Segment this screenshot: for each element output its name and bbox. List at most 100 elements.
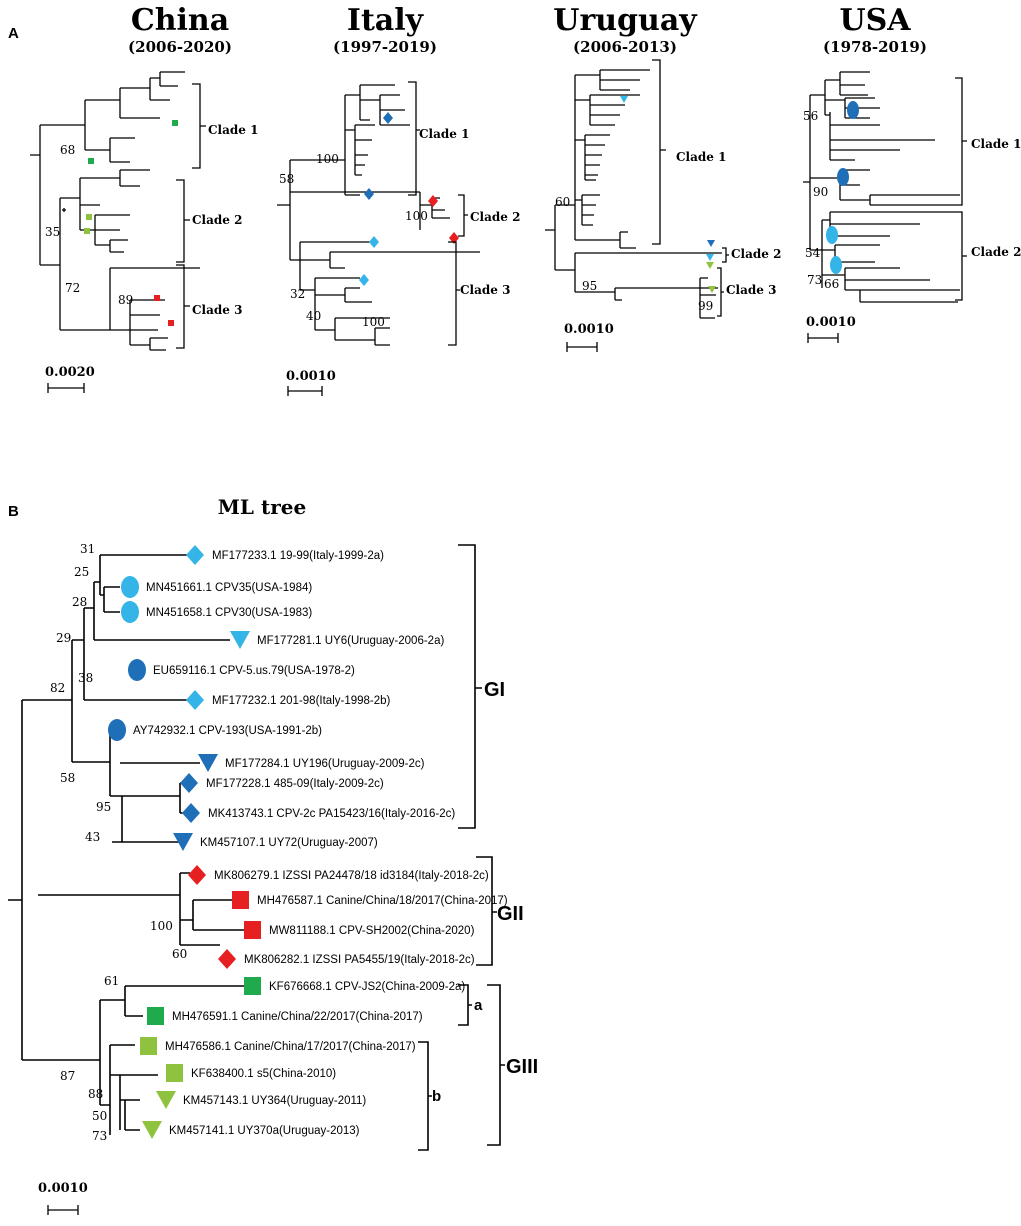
china-bootstrap: 68 bbox=[60, 143, 75, 157]
ml-leaf-label: MK413743.1 CPV-2c PA15423/16(Italy-2016-… bbox=[208, 808, 455, 820]
usa-clade2-bracket bbox=[955, 211, 967, 301]
ml-leaf-label: MH476587.1 Canine/China/18/2017(China-20… bbox=[257, 895, 508, 907]
subgroup-b-bracket bbox=[418, 1041, 432, 1151]
ml-tree-title: ML tree bbox=[218, 495, 306, 519]
china-branches bbox=[30, 71, 200, 351]
panel-a-label: A bbox=[8, 25, 19, 42]
usa-marker-lightblue-1 bbox=[826, 226, 838, 244]
uruguay-years: (2006-2013) bbox=[573, 38, 677, 56]
italy-title: Italy bbox=[347, 3, 425, 38]
ml-leaf-square-marker bbox=[140, 1037, 157, 1055]
ml-bootstrap: 29 bbox=[56, 631, 71, 645]
china-scale-label: 0.0020 bbox=[45, 365, 95, 380]
usa-bootstrap: 54 bbox=[805, 246, 821, 260]
usa-marker-darkblue-2 bbox=[837, 168, 849, 186]
ml-leaf-diamond-marker bbox=[186, 690, 204, 710]
china-clade1-label: Clade 1 bbox=[208, 123, 258, 137]
uruguay-branches bbox=[545, 69, 722, 319]
ml-leaf-label: AY742932.1 CPV-193(USA-1991-2b) bbox=[133, 725, 322, 737]
ml-leaf-label: MH476586.1 Canine/China/17/2017(China-20… bbox=[165, 1041, 416, 1053]
china-title: China bbox=[131, 3, 229, 38]
ml-scale-label: 0.0010 bbox=[38, 1181, 88, 1196]
china-scale-bar bbox=[47, 383, 85, 393]
uruguay-scale-label: 0.0010 bbox=[564, 322, 614, 337]
usa-bootstrap: 90 bbox=[813, 185, 828, 199]
italy-clade1-bracket bbox=[408, 81, 420, 196]
ml-bootstrap: 95 bbox=[96, 800, 111, 814]
ml-leaf-label: KF638400.1 s5(China-2010) bbox=[191, 1068, 336, 1080]
uruguay-clade3-bracket bbox=[717, 267, 724, 317]
ml-bootstrap: 61 bbox=[104, 974, 119, 988]
china-clade2-bracket bbox=[176, 179, 190, 263]
ml-scale-bar bbox=[47, 1205, 79, 1215]
italy-bootstrap: 100 bbox=[405, 209, 428, 223]
uruguay-scale-bar bbox=[566, 342, 598, 352]
ml-leaf-label: EU659116.1 CPV-5.us.79(USA-1978-2) bbox=[153, 665, 355, 677]
ml-bootstrap: 28 bbox=[72, 595, 87, 609]
usa-scale-bar bbox=[807, 333, 839, 343]
italy-bootstrap: 32 bbox=[290, 287, 305, 301]
ml-leaf-label: MN451658.1 CPV30(USA-1983) bbox=[146, 607, 312, 619]
italy-bootstrap: 58 bbox=[279, 172, 294, 186]
china-bootstrap: 89 bbox=[118, 293, 133, 307]
china-clade1-bracket bbox=[192, 83, 206, 169]
ml-bootstrap: 58 bbox=[60, 771, 75, 785]
italy-bootstrap: 100 bbox=[362, 315, 385, 329]
ml-bootstrap: 60 bbox=[172, 947, 187, 961]
gi-label: GI bbox=[484, 679, 505, 701]
gii-label: GII bbox=[497, 903, 524, 925]
usa-marker-darkblue-1 bbox=[847, 101, 859, 119]
italy-clade2-label: Clade 2 bbox=[470, 210, 520, 224]
italy-bootstrap: 100 bbox=[316, 152, 339, 166]
italy-marker-red-1 bbox=[428, 195, 438, 207]
italy-branches bbox=[277, 84, 480, 346]
ml-leaf-label: MK806282.1 IZSSI PA5455/19(Italy-2018-2c… bbox=[244, 954, 475, 966]
usa-tree: USA (1978-2019) Clade 1 Clade 2 56 90 54… bbox=[803, 3, 1021, 343]
uruguay-clade3-label: Clade 3 bbox=[726, 283, 776, 297]
usa-branches bbox=[803, 71, 960, 303]
uruguay-tree: Uruguay (2006-2013) Clade 1 Clade 2 Clad… bbox=[545, 3, 781, 352]
china-bootstrap: 35 bbox=[45, 225, 60, 239]
ml-bootstrap: 100 bbox=[150, 919, 173, 933]
china-marker-lightgreen-1 bbox=[86, 214, 92, 220]
ml-leaves: MF177233.1 19-99(Italy-1999-2a)MN451661.… bbox=[108, 545, 508, 1139]
giii-label: GIII bbox=[506, 1056, 538, 1078]
italy-clade3-label: Clade 3 bbox=[460, 283, 510, 297]
china-clade3-label: Clade 3 bbox=[192, 303, 242, 317]
ml-leaf-triangle-marker bbox=[173, 833, 193, 851]
china-bootstrap: 72 bbox=[65, 281, 80, 295]
ml-bootstrap: 50 bbox=[92, 1109, 107, 1123]
ml-leaf-triangle-marker bbox=[156, 1091, 176, 1109]
usa-clade2-label: Clade 2 bbox=[971, 245, 1021, 259]
italy-scale-bar bbox=[287, 386, 323, 396]
ml-leaf-label: MK806279.1 IZSSI PA24478/18 id3184(Italy… bbox=[214, 870, 489, 882]
ml-leaf-label: KM457141.1 UY370a(Uruguay-2013) bbox=[169, 1125, 360, 1137]
ml-leaf-label: MN451661.1 CPV35(USA-1984) bbox=[146, 582, 312, 594]
uruguay-marker-darkblue-1 bbox=[707, 240, 715, 247]
italy-years: (1997-2019) bbox=[333, 38, 437, 56]
gii-bracket bbox=[476, 856, 497, 966]
ml-leaf-diamond-marker bbox=[188, 865, 206, 885]
ml-bootstrap: 38 bbox=[78, 671, 93, 685]
ml-bootstrap: 82 bbox=[50, 681, 65, 695]
ml-leaf-label: MF177228.1 485-09(Italy-2009-2c) bbox=[206, 778, 384, 790]
usa-scale-label: 0.0010 bbox=[806, 315, 856, 330]
china-tree: China (2006-2020) Clade 1 Clade 2 Clade … bbox=[30, 3, 258, 393]
china-marker-lightgreen-2 bbox=[84, 228, 90, 234]
ml-leaf-label: KF676668.1 CPV-JS2(China-2009-2a) bbox=[269, 981, 465, 993]
ml-leaf-label: KM457143.1 UY364(Uruguay-2011) bbox=[183, 1095, 366, 1107]
uruguay-clade2-label: Clade 2 bbox=[731, 247, 781, 261]
ml-leaf-diamond-marker bbox=[182, 803, 200, 823]
ml-leaf-circle-marker bbox=[121, 601, 139, 623]
uruguay-clade2-bracket bbox=[722, 247, 729, 263]
ml-leaf-label: MH476591.1 Canine/China/22/2017(China-20… bbox=[172, 1011, 423, 1023]
china-clade3-bracket bbox=[176, 264, 190, 349]
china-root-mark bbox=[62, 208, 66, 212]
ml-leaf-triangle-marker bbox=[142, 1121, 162, 1139]
ml-leaf-triangle-marker bbox=[198, 754, 218, 772]
ml-leaf-triangle-marker bbox=[230, 631, 250, 649]
ml-leaf-circle-marker bbox=[121, 576, 139, 598]
china-years: (2006-2020) bbox=[128, 38, 232, 56]
ml-leaf-square-marker bbox=[244, 977, 261, 995]
italy-clade3-bracket bbox=[448, 241, 460, 346]
